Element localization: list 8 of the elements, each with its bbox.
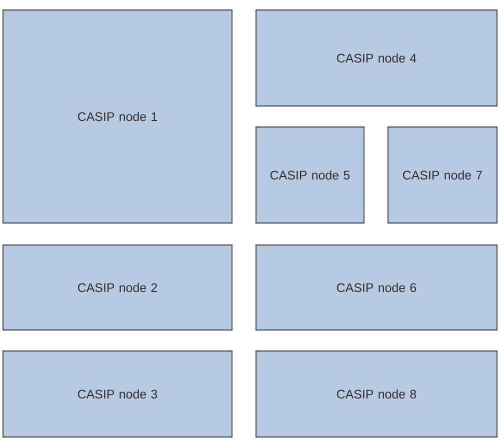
process-box: CASIP node 7 — [388, 126, 498, 224]
process-box: CASIP node 8 — [256, 350, 498, 438]
process-box: CASIP node 4 — [256, 10, 498, 106]
process-box: CASIP node 6 — [256, 244, 498, 330]
process-box: CASIP node 5 — [256, 126, 364, 224]
process-box: CASIP node 3 — [2, 350, 232, 438]
process-box: CASIP node 1 — [2, 10, 232, 224]
process-box: CASIP node 2 — [2, 244, 232, 330]
